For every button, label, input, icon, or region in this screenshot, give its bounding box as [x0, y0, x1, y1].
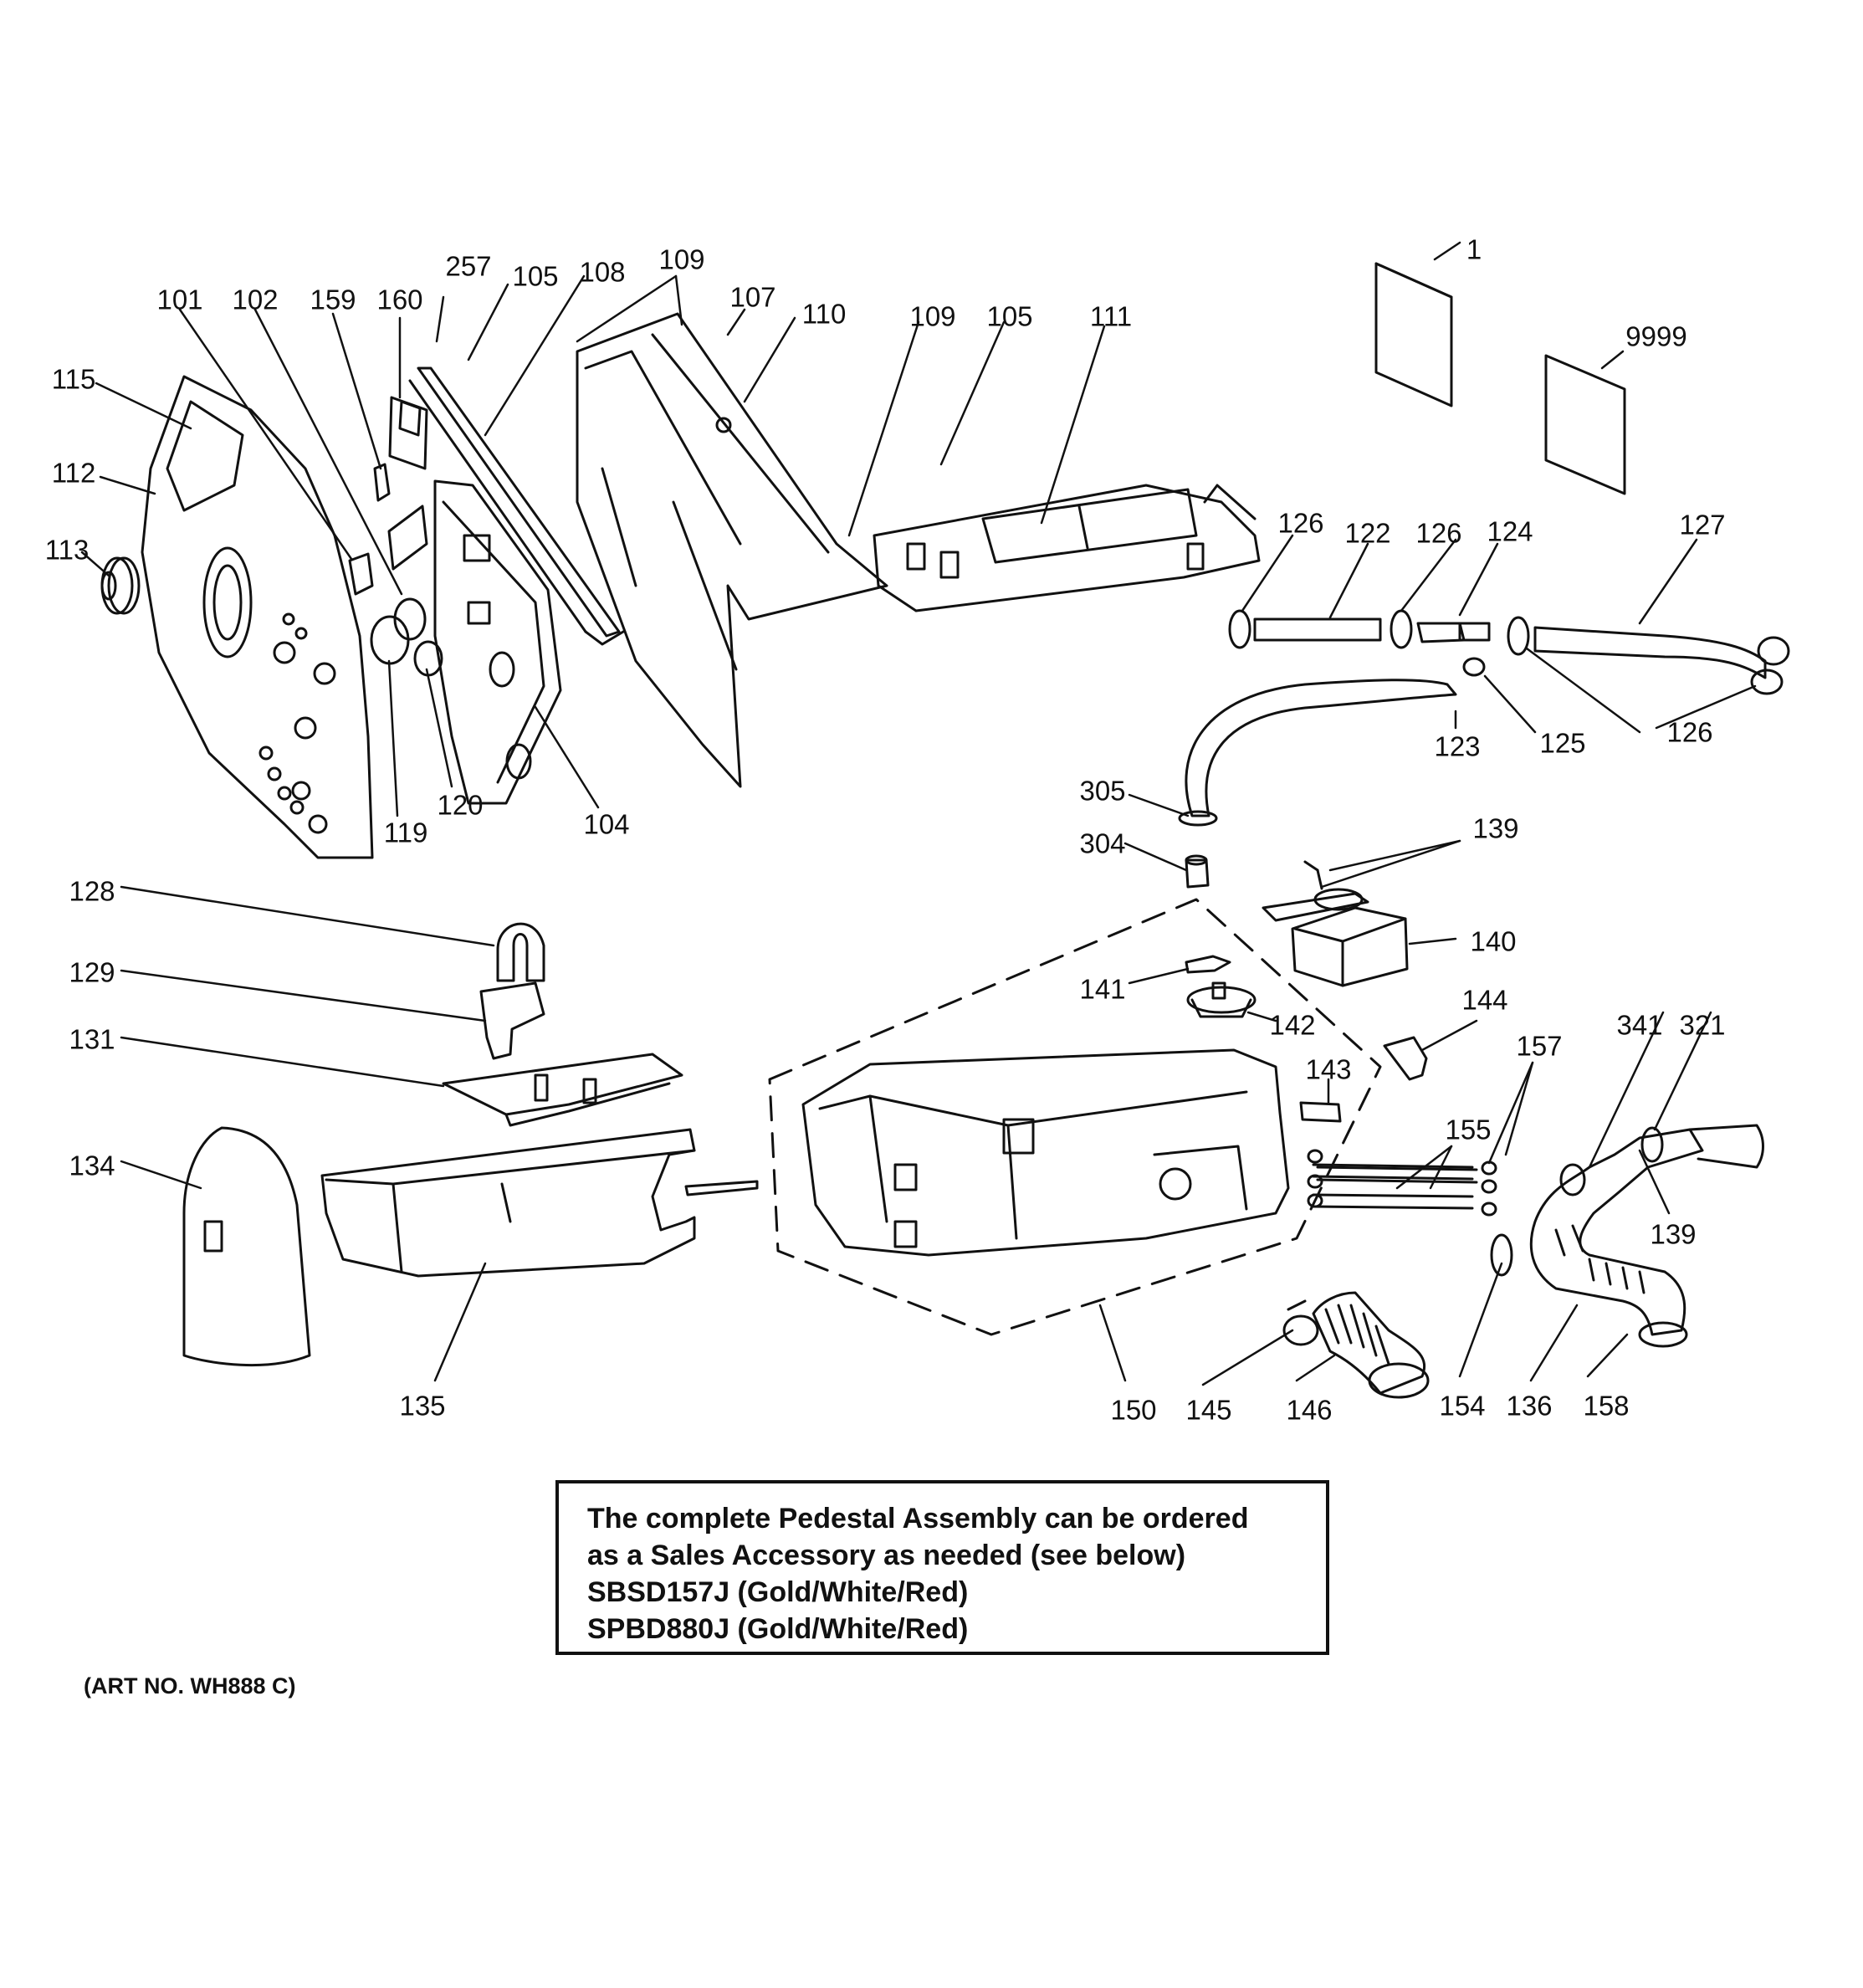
callout-257: 257	[445, 250, 492, 282]
callout-305: 305	[1079, 775, 1126, 807]
callout-124: 124	[1487, 515, 1533, 547]
callout-122: 122	[1344, 517, 1391, 549]
callout-112: 112	[51, 457, 96, 489]
selector-knob	[100, 556, 141, 615]
callout-126b: 126	[1415, 517, 1462, 549]
callout-157: 157	[1516, 1030, 1563, 1062]
note-line-3: SBSD157J (Gold/White/Red)	[587, 1576, 969, 1608]
callout-109: 109	[658, 243, 705, 275]
note-line-2: as a Sales Accessory as needed (see belo…	[587, 1540, 1186, 1571]
dispenser-cups	[442, 922, 683, 1127]
callout-126c: 126	[1666, 716, 1713, 748]
small-bracket-parts	[1185, 955, 1428, 1123]
callout-104: 104	[583, 808, 630, 840]
callout-159: 159	[310, 284, 356, 315]
callout-109b: 109	[909, 300, 956, 332]
callout-150: 150	[1110, 1394, 1157, 1426]
callout-113: 113	[44, 534, 90, 566]
water-valve	[1262, 860, 1409, 987]
control-panel-fascia	[141, 375, 374, 859]
callout-135: 135	[399, 1390, 446, 1422]
callout-102: 102	[232, 284, 279, 315]
control-housing	[576, 312, 888, 788]
hoses-and-clamps	[1178, 609, 1790, 827]
callout-125: 125	[1539, 727, 1586, 759]
callout-108: 108	[579, 256, 626, 288]
callout-143: 143	[1305, 1053, 1352, 1085]
drawer-tray	[320, 1128, 759, 1278]
control-board	[433, 479, 562, 805]
callout-129: 129	[69, 956, 115, 988]
bellows-hose	[1282, 1291, 1430, 1399]
callout-126: 126	[1277, 507, 1324, 539]
callout-110: 110	[801, 298, 847, 330]
dispenser-housing	[801, 1048, 1290, 1257]
callout-107: 107	[729, 281, 776, 313]
callout-341: 341	[1616, 1009, 1663, 1041]
callout-146: 146	[1286, 1394, 1333, 1426]
note-line-4: SPBD880J (Gold/White/Red)	[587, 1613, 969, 1645]
callout-139b: 139	[1650, 1218, 1697, 1250]
connector-tubes	[1307, 1149, 1497, 1217]
callout-141: 141	[1079, 973, 1126, 1005]
callout-139: 139	[1472, 812, 1519, 844]
literature-packet-1	[1374, 262, 1453, 407]
mounting-rail	[408, 366, 625, 646]
literature-packet-9999	[1544, 354, 1626, 495]
callout-105: 105	[512, 260, 559, 292]
callout-142: 142	[1269, 1009, 1316, 1041]
callout-136: 136	[1506, 1390, 1553, 1422]
callout-160: 160	[376, 284, 423, 315]
elbow-hose	[1490, 1124, 1764, 1348]
callout-155: 155	[1445, 1114, 1492, 1145]
pedestal-assembly-note: The complete Pedestal Assembly can be or…	[555, 1480, 1329, 1655]
callout-123: 123	[1434, 730, 1481, 762]
callout-144: 144	[1461, 984, 1508, 1016]
callout-131: 131	[69, 1023, 115, 1055]
callout-101: 101	[156, 284, 203, 315]
dispenser-cover	[873, 484, 1261, 612]
dispenser-housing-outline	[768, 898, 1382, 1336]
art-number: (ART NO. WH888 C)	[84, 1673, 296, 1699]
callout-120: 120	[437, 789, 484, 821]
callout-105b: 105	[986, 300, 1033, 332]
leader-lines	[80, 241, 1757, 1386]
switch-and-button-parts	[348, 396, 443, 677]
callout-134: 134	[69, 1150, 115, 1181]
callout-9999: 9999	[1625, 320, 1687, 352]
callout-158: 158	[1583, 1390, 1630, 1422]
fitting-304	[1185, 854, 1210, 889]
callout-140: 140	[1470, 925, 1517, 957]
callout-154: 154	[1439, 1390, 1486, 1422]
callout-111: 111	[1089, 300, 1133, 332]
callout-115: 115	[51, 363, 96, 395]
callout-145: 145	[1185, 1394, 1232, 1426]
callout-304: 304	[1079, 827, 1126, 859]
callout-1: 1	[1466, 233, 1482, 265]
callout-128: 128	[69, 875, 115, 907]
drawer-front	[182, 1126, 311, 1366]
note-line-1: The complete Pedestal Assembly can be or…	[587, 1503, 1249, 1535]
callout-119: 119	[383, 817, 428, 848]
callout-127: 127	[1679, 509, 1726, 541]
callout-321: 321	[1679, 1009, 1726, 1041]
